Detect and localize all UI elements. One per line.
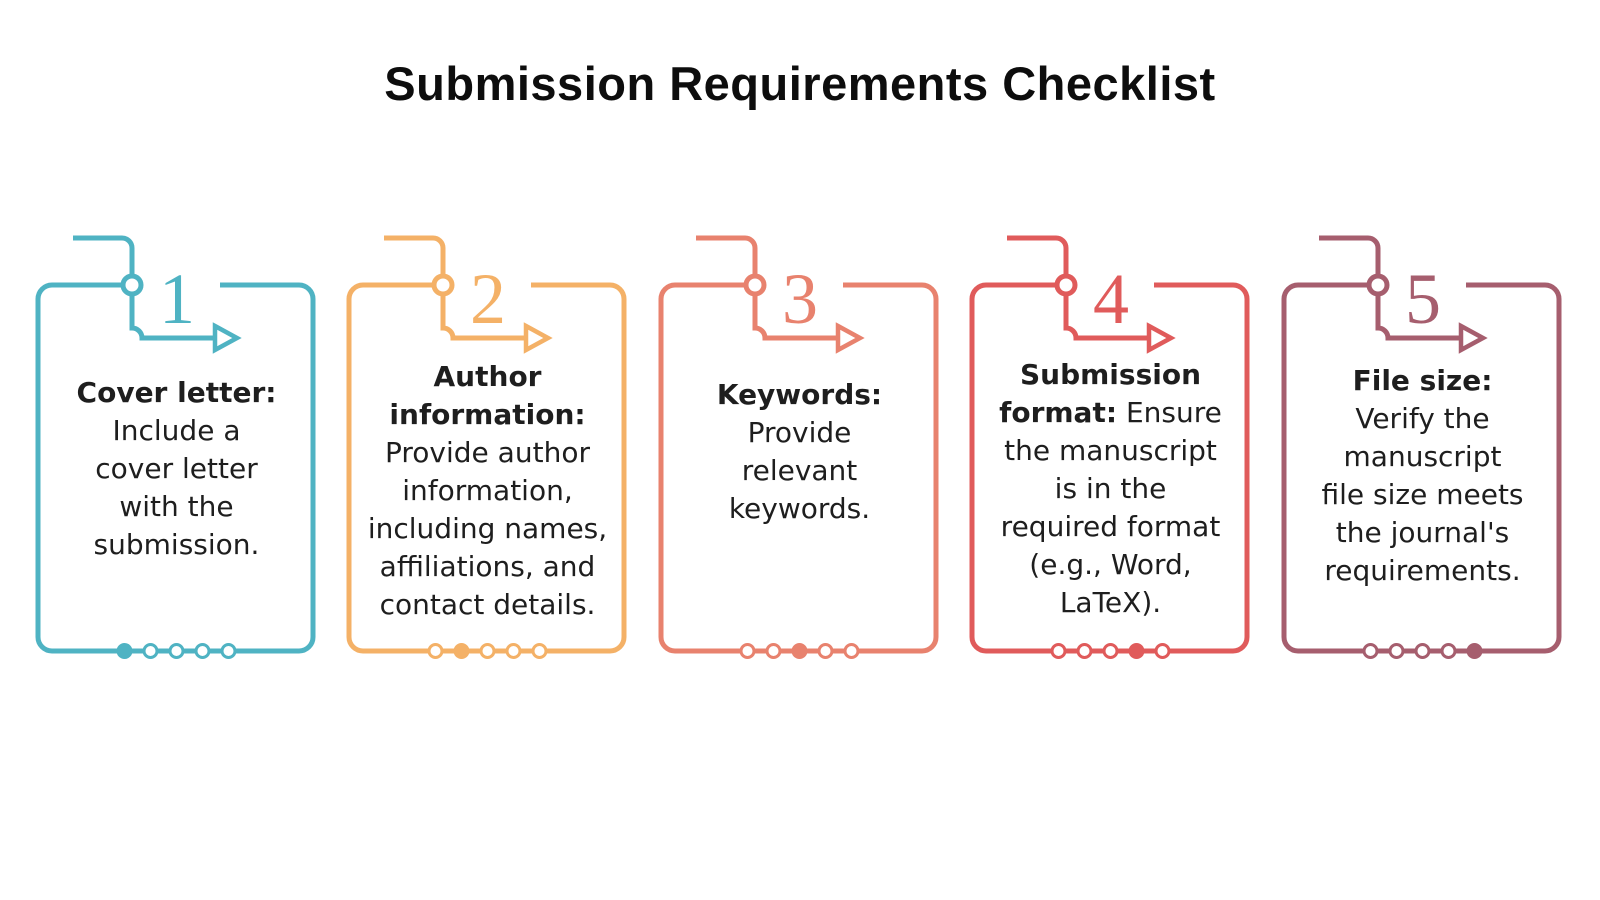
checklist-card-5: 5 File size: Verify the manuscript file siz… [1280, 225, 1565, 695]
card-text-line: information: [389, 398, 586, 431]
node-circle-icon [120, 273, 144, 297]
card-text-line: Keywords: [716, 378, 883, 411]
card-text-line: information, [402, 474, 573, 507]
dot-inactive [1154, 643, 1171, 659]
arrow-right-icon [835, 322, 865, 354]
card-text-line: manuscript [1343, 440, 1502, 473]
card-text-line: Cover letter: [76, 376, 277, 409]
card-text-line: required format [1000, 510, 1221, 543]
card-text-line: keywords. [728, 492, 871, 525]
card-number: 1 [159, 259, 195, 339]
card-text-line: Provide author [385, 436, 590, 469]
dot-inactive [427, 643, 444, 659]
checklist-card-4: 4 Submission format: Ensure the manuscript… [968, 225, 1253, 695]
progress-dots [1050, 643, 1171, 659]
card-text-line: Include a [112, 414, 241, 447]
card-text: Cover letter: Include a cover letter with t… [36, 374, 317, 564]
card-number: 2 [470, 259, 506, 339]
card-frame [35, 235, 316, 659]
node-circle-icon [1054, 273, 1078, 297]
arrow-right-icon [1458, 322, 1488, 354]
dot-inactive [505, 643, 522, 659]
card-frame [658, 235, 939, 659]
card-text-line: the manuscript [1004, 434, 1217, 467]
dot-active [1128, 643, 1145, 659]
card-frame [969, 235, 1250, 659]
card-text-line: the journal's [1335, 516, 1510, 549]
dot-inactive [1076, 643, 1093, 659]
checklist-card-1: 1 Cover letter: Include a cover letter with… [34, 225, 319, 695]
card-text: File size: Verify the manuscript file size … [1282, 362, 1563, 590]
dot-active [791, 643, 808, 659]
card-text-line: submission. [93, 528, 260, 561]
card-text: Author information: Provide author informat… [347, 358, 628, 624]
dot-inactive [1414, 643, 1431, 659]
dot-inactive [1102, 643, 1119, 659]
card-text-line: including names, [367, 512, 608, 545]
card-text: Submission format: Ensure the manuscript is… [970, 356, 1251, 622]
card-text-line: LaTeX). [1059, 586, 1162, 619]
arrow-right-icon [1146, 322, 1176, 354]
card-text-line: Provide [747, 416, 852, 449]
dot-active [453, 643, 470, 659]
dot-inactive [194, 643, 211, 659]
card-text-line: (e.g., Word, [1029, 548, 1192, 581]
card-text-line: contact details. [379, 588, 596, 621]
card-text-line: requirements. [1324, 554, 1521, 587]
progress-dots [739, 643, 860, 659]
dot-inactive [531, 643, 548, 659]
card-text-line: File size: [1352, 364, 1493, 397]
card-frame [346, 235, 627, 659]
card-text-line: format: Ensure [999, 396, 1222, 429]
node-circle-icon [1366, 273, 1390, 297]
dot-inactive [817, 643, 834, 659]
card-text-line: Submission [1019, 358, 1201, 391]
dot-active [116, 643, 133, 659]
dot-inactive [843, 643, 860, 659]
node-circle-icon [431, 273, 455, 297]
dot-inactive [765, 643, 782, 659]
card-text: Keywords: Provide relevant keywords. [659, 376, 940, 528]
progress-dots [116, 643, 237, 659]
arrow-right-icon [212, 322, 242, 354]
dot-inactive [168, 643, 185, 659]
card-frame [1281, 235, 1562, 659]
card-text-line: file size meets [1321, 478, 1524, 511]
card-text-line: Author [433, 360, 542, 393]
dot-inactive [142, 643, 159, 659]
dot-inactive [220, 643, 237, 659]
dot-inactive [1362, 643, 1379, 659]
card-text-line: is in the [1054, 472, 1167, 505]
dot-active [1466, 643, 1483, 659]
checklist-cards: 1 Cover letter: Include a cover letter with… [0, 225, 1600, 705]
checklist-card-3: 3 Keywords: Provide relevant keywords. [657, 225, 942, 695]
checklist-card-2: 2 Author information: Provide author inform… [345, 225, 630, 695]
node-circle-icon [743, 273, 767, 297]
dot-inactive [739, 643, 756, 659]
dot-inactive [479, 643, 496, 659]
page-title: Submission Requirements Checklist [384, 57, 1216, 110]
card-text-line: cover letter [95, 452, 258, 485]
card-text-line: affiliations, and [379, 550, 596, 583]
dot-inactive [1388, 643, 1405, 659]
card-text-line: Verify the [1355, 402, 1490, 435]
card-number: 4 [1093, 259, 1129, 339]
card-number: 3 [782, 259, 818, 339]
arrow-right-icon [523, 322, 553, 354]
progress-dots [1362, 643, 1483, 659]
dot-inactive [1440, 643, 1457, 659]
card-number: 5 [1405, 259, 1441, 339]
progress-dots [427, 643, 548, 659]
dot-inactive [1050, 643, 1067, 659]
card-text-line: with the [119, 490, 234, 523]
card-text-line: relevant [741, 454, 858, 487]
